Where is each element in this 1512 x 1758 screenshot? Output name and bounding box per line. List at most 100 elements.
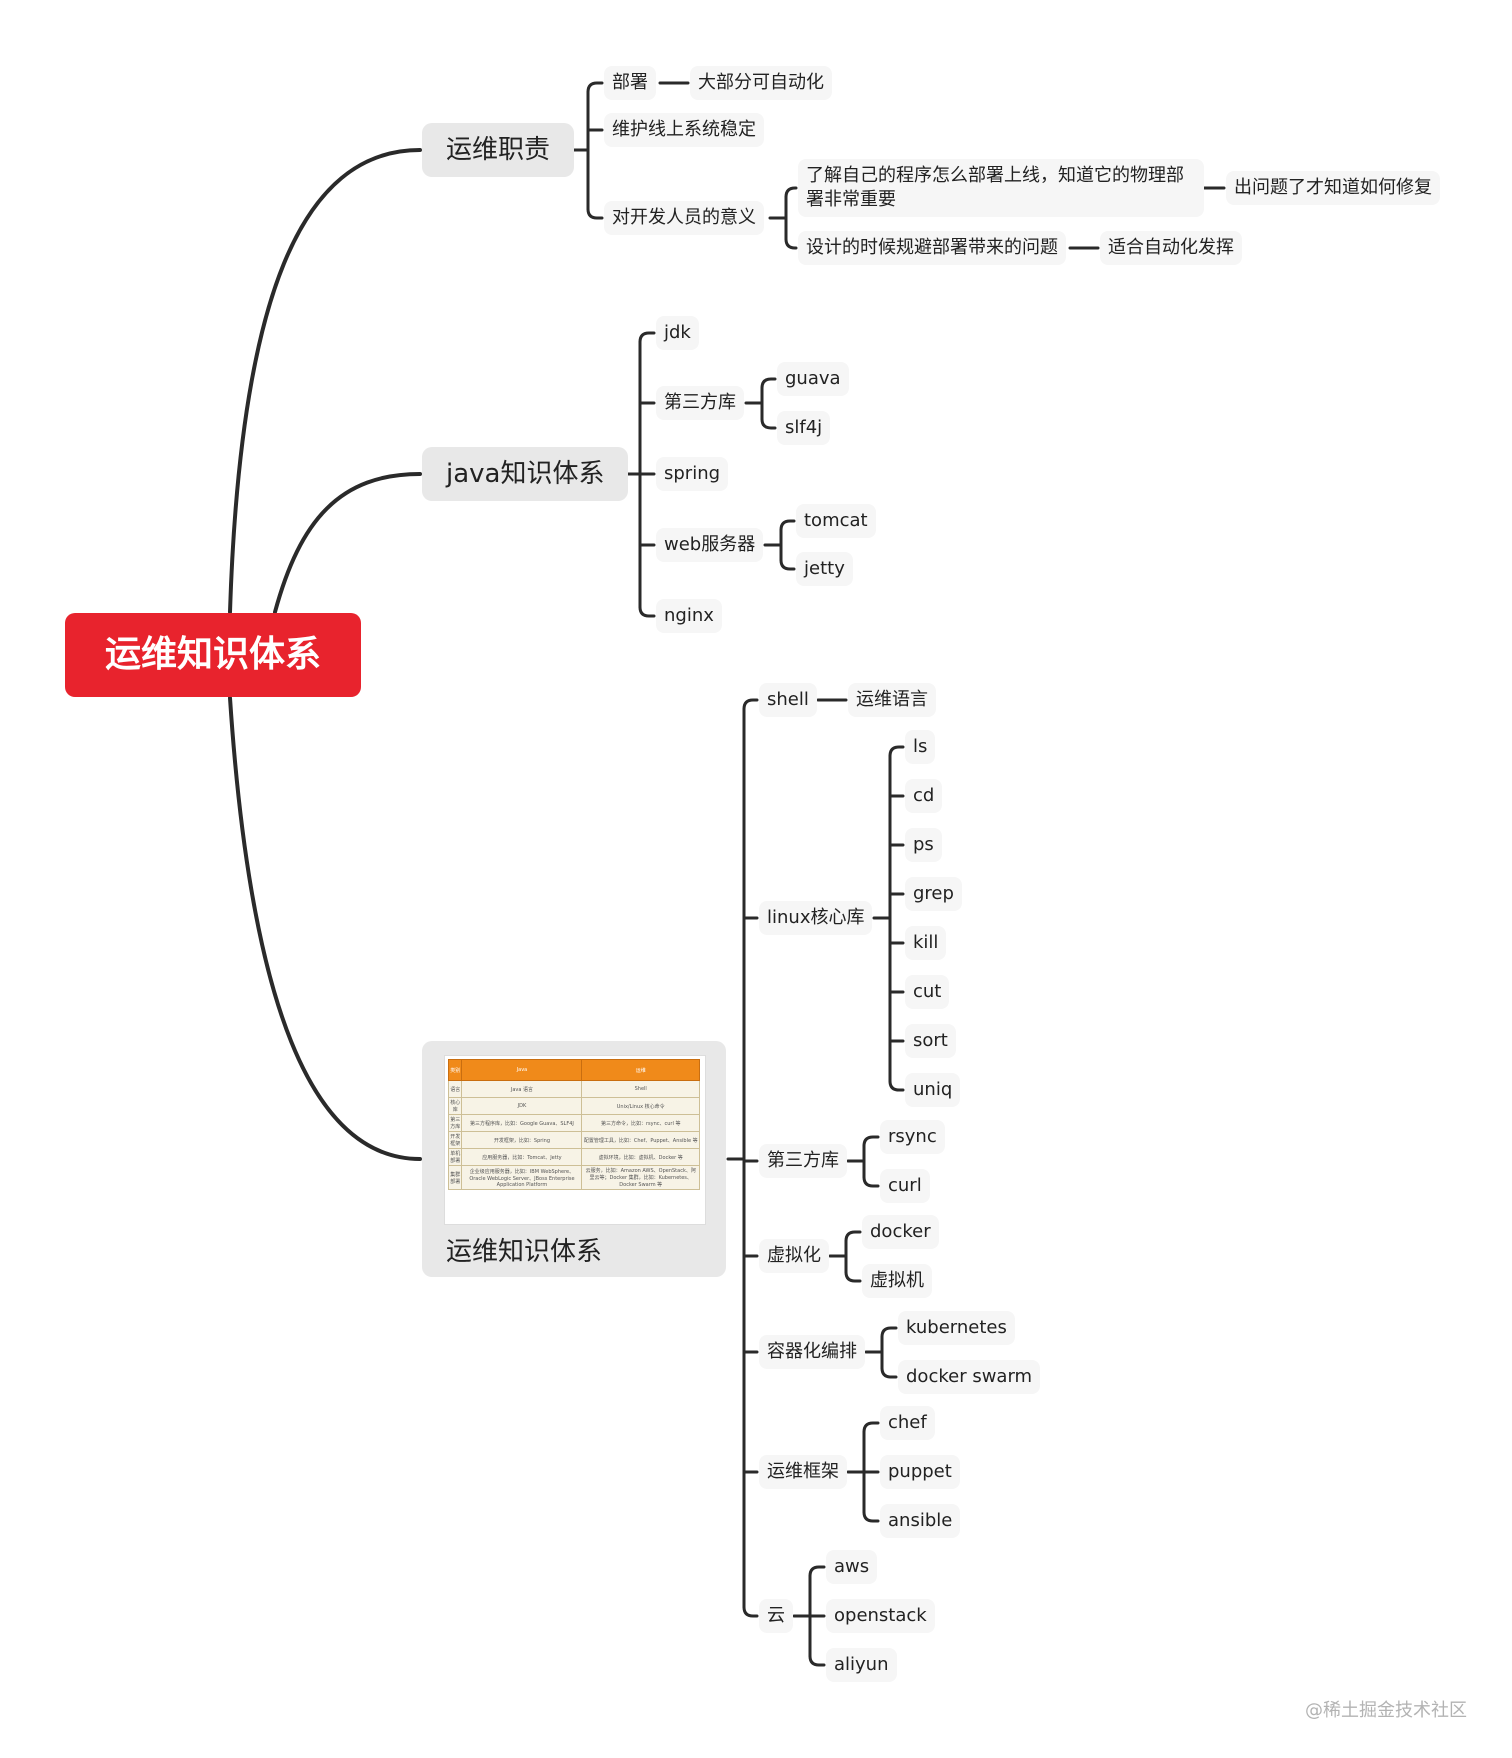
ops-table-cell: 第三方库 [447, 1114, 463, 1132]
connector-line [586, 81, 604, 94]
ansible-node[interactable]: ansible [880, 1504, 961, 1538]
connector-line [586, 207, 604, 220]
connector-line [784, 237, 798, 250]
connector-line [760, 417, 777, 430]
nginx-node[interactable]: nginx [656, 599, 722, 633]
deploy-auto-node[interactable]: 大部分可自动化 [690, 66, 832, 100]
ops-framework-node[interactable]: 运维框架 [759, 1455, 847, 1489]
aliyun-node[interactable]: aliyun [826, 1648, 897, 1682]
ops-caption: 运维知识体系 [446, 1237, 603, 1267]
connector-line [862, 1421, 880, 1434]
curl-node[interactable]: curl [880, 1169, 930, 1203]
connector-line [638, 605, 656, 618]
connector-line [760, 377, 777, 390]
avoid-node[interactable]: 设计的时候规避部署带来的问题 [798, 231, 1066, 265]
uniq-node[interactable]: uniq [905, 1073, 961, 1107]
connector-line [779, 558, 796, 571]
root-node[interactable]: 运维知识体系 [65, 613, 362, 697]
know-deploy-node[interactable]: 了解自己的程序怎么部署上线，知道它的物理部署非常重要 [798, 159, 1204, 217]
vm-node[interactable]: 虚拟机 [862, 1264, 932, 1298]
shell-lang-node[interactable]: 运维语言 [848, 683, 936, 717]
connector-line [808, 1565, 826, 1578]
ops-table-cell: Java 语言 [461, 1080, 583, 1098]
guava-node[interactable]: guava [777, 362, 849, 396]
ops-table-cell: 第三方命令，比如：rsync、curl 等 [581, 1114, 700, 1132]
ops-table-cell: 核心库 [447, 1097, 463, 1115]
connector-line [844, 1230, 862, 1243]
ops-table-cell: Shell [581, 1080, 700, 1098]
stable-node[interactable]: 维护线上系统稳定 [604, 113, 764, 147]
watermark: @稀土掘金技术社区 [1305, 1700, 1467, 1721]
ops-table-cell: 集群部署 [447, 1165, 463, 1190]
shell-node[interactable]: shell [759, 683, 817, 717]
ops-table-header-cell: 类别 [447, 1059, 463, 1081]
jetty-node[interactable]: jetty [796, 552, 853, 586]
fix-node[interactable]: 出问题了才知道如何修复 [1226, 171, 1440, 205]
grep-node[interactable]: grep [905, 877, 962, 911]
docker-node[interactable]: docker [862, 1215, 939, 1249]
rsync-node[interactable]: rsync [880, 1120, 945, 1154]
slf4j-node[interactable]: slf4j [777, 411, 831, 445]
aws-node[interactable]: aws [826, 1550, 878, 1584]
java-node[interactable]: java知识体系 [422, 447, 629, 501]
tomcat-node[interactable]: tomcat [796, 504, 876, 538]
ops-third-node[interactable]: 第三方库 [759, 1144, 847, 1178]
kubernetes-node[interactable]: kubernetes [898, 1311, 1015, 1345]
connector-line [888, 745, 905, 758]
cut-node[interactable]: cut [905, 975, 950, 1009]
chef-node[interactable]: chef [880, 1406, 935, 1440]
dev-meaning-node[interactable]: 对开发人员的意义 [604, 201, 764, 235]
linux-core-node[interactable]: linux核心库 [759, 901, 873, 935]
spring-node[interactable]: spring [656, 457, 729, 491]
ops-table-cell: 虚拟环境，比如：虚拟机、Docker 等 [581, 1148, 700, 1166]
ops-table-cell: 开发框架，比如：Spring [461, 1131, 583, 1149]
openstack-node[interactable]: openstack [826, 1599, 935, 1633]
ops-table-header-cell: Java [461, 1059, 583, 1081]
connector-line [888, 1079, 905, 1092]
connector-line [844, 1270, 862, 1283]
connector-line [742, 1605, 759, 1618]
virtualization-node[interactable]: 虚拟化 [759, 1239, 829, 1273]
docker-swarm-node[interactable]: docker swarm [898, 1360, 1041, 1394]
auto-node[interactable]: 适合自动化发挥 [1100, 231, 1242, 265]
connector-line [862, 1175, 880, 1188]
deploy-node[interactable]: 部署 [604, 66, 656, 100]
root-to-ops-line [228, 696, 422, 1161]
puppet-node[interactable]: puppet [880, 1455, 960, 1489]
jdk-node[interactable]: jdk [656, 316, 699, 350]
ls-node[interactable]: ls [905, 730, 936, 764]
kill-node[interactable]: kill [905, 926, 947, 960]
ops-table-cell: Unix/Linux 核心命令 [581, 1097, 700, 1115]
cloud-node[interactable]: 云 [759, 1599, 793, 1633]
ops-table-cell: 单机部署 [447, 1148, 463, 1166]
ops-table-cell: 第三方程序库，比如：Google Guava、SLF4J [461, 1114, 583, 1132]
connector-line [784, 186, 798, 199]
java-third-node[interactable]: 第三方库 [656, 386, 744, 420]
web-server-node[interactable]: web服务器 [656, 528, 764, 562]
ops-table-row: 集群部署企业级应用服务器，比如：IBM WebSphere、Oracle Web… [447, 1165, 700, 1190]
ops-table-header-cell: 运维 [581, 1059, 700, 1081]
ops-table-cell: 企业级应用服务器，比如：IBM WebSphere、Oracle WebLogi… [461, 1165, 583, 1190]
ops-table-cell: 配置管理工具，比如：Chef、Puppet、Ansible 等 [581, 1131, 700, 1149]
ops-table-cell: 应用服务器，比如：Tomcat、Jetty [461, 1148, 583, 1166]
duties-node[interactable]: 运维职责 [422, 123, 575, 177]
ops-table-cell: 开发框架 [447, 1131, 463, 1149]
ps-node[interactable]: ps [905, 828, 942, 862]
connector-line [862, 1510, 880, 1523]
connector-line [638, 331, 656, 344]
cd-node[interactable]: cd [905, 779, 943, 813]
orchestration-node[interactable]: 容器化编排 [759, 1335, 865, 1369]
connector-line [808, 1654, 826, 1667]
connector-line [880, 1366, 898, 1379]
sort-node[interactable]: sort [905, 1024, 956, 1058]
connector-line [779, 519, 796, 532]
